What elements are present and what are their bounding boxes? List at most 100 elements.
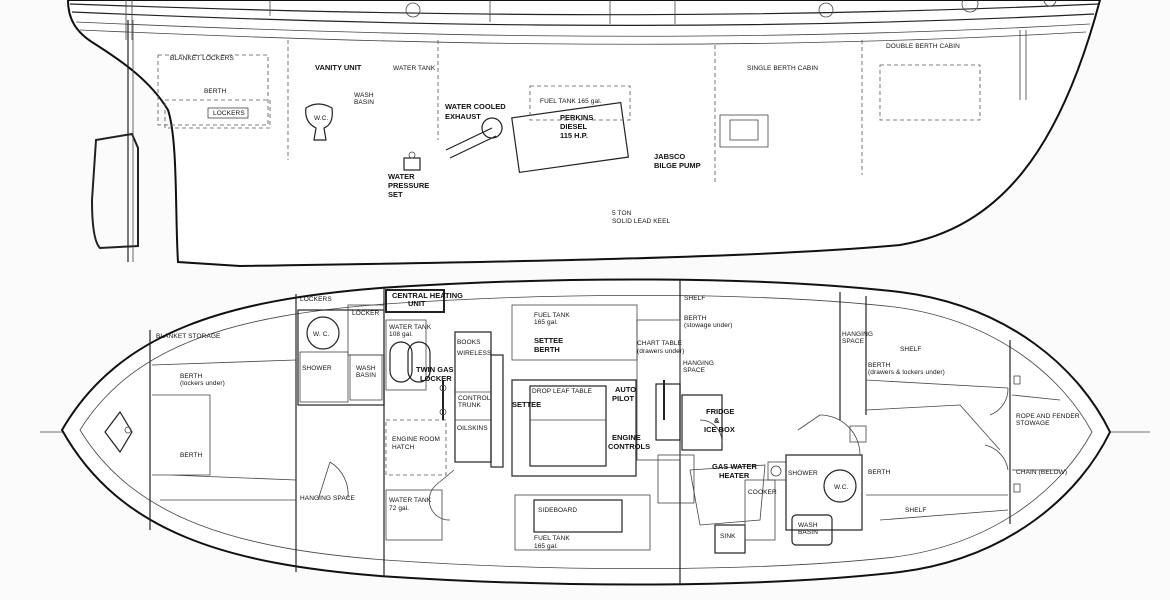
label-water-tank-1: WATER TANK xyxy=(389,324,432,331)
label-hanging-aft: HANGING SPACE xyxy=(300,495,356,502)
stern-fitting xyxy=(104,410,133,454)
label-profile-berth: BERTH xyxy=(204,88,227,95)
label-shelf-fwd: SHELF xyxy=(900,346,921,353)
label-pressure-2: PRESSURE xyxy=(388,181,429,190)
label-engine-room-1: ENGINE ROOM xyxy=(392,436,440,443)
label-plan-wc: W. C. xyxy=(313,331,329,338)
label-engine-room-2: HATCH xyxy=(392,444,415,451)
profile-berth-outline xyxy=(157,54,269,126)
profile-drawers xyxy=(719,114,769,148)
label-settee-berth-2: BERTH xyxy=(534,345,560,354)
label-berth-aft-2: (lockers under) xyxy=(180,380,225,387)
label-keel-1: 5 TON xyxy=(612,210,632,217)
rudder xyxy=(90,132,139,250)
label-plan-shower: SHOWER xyxy=(302,365,332,372)
label-hanging-fwd-1: HANGING xyxy=(842,331,873,338)
label-fuel-tank-top-2: 165 gal. xyxy=(534,319,558,326)
profile-inner-line xyxy=(79,29,1087,45)
label-profile-wc: W.C. xyxy=(314,115,329,122)
label-wash-basin-1: WASH xyxy=(354,92,374,99)
label-blanket-storage: BLANKET STORAGE xyxy=(156,333,221,340)
label-engine-controls-2: CONTROLS xyxy=(608,442,650,451)
label-gas-water-2: HEATER xyxy=(719,471,750,480)
label-engine-controls-1: ENGINE xyxy=(612,433,641,442)
label-water-tank-1b: 108 gal. xyxy=(389,331,413,338)
wash-basin-fwd xyxy=(791,514,833,546)
label-twin-gas-2: LOCKER xyxy=(420,374,452,383)
label-berth-drawers-1: BERTH xyxy=(868,362,891,369)
label-hanging-1: HANGING xyxy=(683,360,714,367)
porthole-icon xyxy=(818,2,834,18)
label-gas-water-1: GAS WATER xyxy=(712,462,757,471)
label-fridge-2: & xyxy=(714,416,720,425)
wc-fwd-icon xyxy=(823,469,857,503)
label-hanging-2: SPACE xyxy=(683,367,706,374)
label-plan-lockers: LOCKERS xyxy=(300,296,332,303)
label-hanging-fwd-2: SPACE xyxy=(842,338,865,345)
label-berth-stowage-2: (stowage under) xyxy=(684,322,732,329)
label-fridge-1: FRIDGE xyxy=(706,407,734,416)
label-fuel-tank-top-1: FUEL TANK xyxy=(534,312,570,319)
label-shelf-low: SHELF xyxy=(905,507,926,514)
label-chain: CHAIN (BELOW) xyxy=(1016,469,1067,476)
profile-lockers-box xyxy=(207,107,249,119)
label-cooker: COOKER xyxy=(748,489,777,496)
label-keel-2: SOLID LEAD KEEL xyxy=(612,218,671,225)
engine-block xyxy=(511,101,630,174)
label-jabsco-2: BILGE PUMP xyxy=(654,161,701,170)
label-chart-1: CHART TABLE xyxy=(637,340,683,347)
label-jabsco-1: JABSCO xyxy=(654,152,685,161)
label-pressure-3: SET xyxy=(388,190,403,199)
label-shelf-top: SHELF xyxy=(684,295,705,302)
label-wash-basin-2: BASIN xyxy=(354,99,374,106)
profile-deck-line xyxy=(71,11,1095,26)
label-drop-leaf: DROP LEAF TABLE xyxy=(532,388,593,395)
label-fuel-tank-low-2: 165 gal. xyxy=(534,543,558,550)
label-rope-2: STOWAGE xyxy=(1016,420,1050,427)
plan-view: LOCKERS LOCKER CENTRAL HEATING UNIT BLAN… xyxy=(40,278,1150,586)
label-rope-1: ROPE AND FENDER xyxy=(1016,413,1080,420)
label-chart-2: (drawers under) xyxy=(637,348,684,355)
label-double-berth: DOUBLE BERTH CABIN xyxy=(886,43,960,50)
profile-sheer-line xyxy=(69,3,1099,16)
label-vanity-unit: VANITY UNIT xyxy=(315,63,362,72)
label-wash-fwd-2: BASIN xyxy=(798,529,818,536)
profile-hull xyxy=(66,0,1102,268)
gas-bottle-icon xyxy=(407,341,431,383)
label-fuel-tank-low-1: FUEL TANK xyxy=(534,535,570,542)
label-control-1: CONTROL xyxy=(458,395,491,402)
porthole-icon xyxy=(405,2,421,18)
wc-icon xyxy=(305,103,333,141)
label-perkins-2: DIESEL xyxy=(560,122,588,131)
label-berth-stowage-1: BERTH xyxy=(684,315,707,322)
label-fridge-3: ICE BOX xyxy=(704,425,735,434)
label-settee: SETTEE xyxy=(512,400,541,409)
label-plan-wash-1: WASH xyxy=(356,365,376,372)
label-sideboard: SIDEBOARD xyxy=(538,507,577,514)
label-books: BOOKS xyxy=(457,339,481,346)
label-twin-gas-1: TWIN GAS xyxy=(416,365,454,374)
label-auto-2: PILOT xyxy=(612,394,635,403)
label-wc-fwd: W.C. xyxy=(834,484,849,491)
label-water-tank-2: WATER TANK xyxy=(389,497,432,504)
label-wireless: WIRELESS xyxy=(457,350,492,357)
label-berth-aft-1: BERTH xyxy=(180,373,203,380)
porthole-icon xyxy=(961,0,979,13)
porthole-icon xyxy=(1043,0,1057,7)
fridge-ice-box xyxy=(681,394,723,451)
label-water-cooled-1: WATER COOLED xyxy=(445,102,506,111)
drop-leaf-table xyxy=(529,385,607,467)
label-single-berth: SINGLE BERTH CABIN xyxy=(747,65,818,72)
label-berth-fwd: BERTH xyxy=(868,469,891,476)
label-perkins-1: PERKINS xyxy=(560,113,593,122)
profile-view: BLANKET LOCKERS VANITY UNIT WATER TANK B… xyxy=(66,0,1102,268)
central-heating-unit xyxy=(385,289,445,313)
label-control-2: TRUNK xyxy=(458,402,481,409)
label-profile-water-tank: WATER TANK xyxy=(393,65,436,72)
profile-cabin-sole-line xyxy=(75,21,1091,37)
label-pressure-1: WATER xyxy=(388,172,415,181)
gas-bottle-icon xyxy=(389,341,413,383)
label-central-heating-1: CENTRAL HEATING xyxy=(392,291,463,300)
